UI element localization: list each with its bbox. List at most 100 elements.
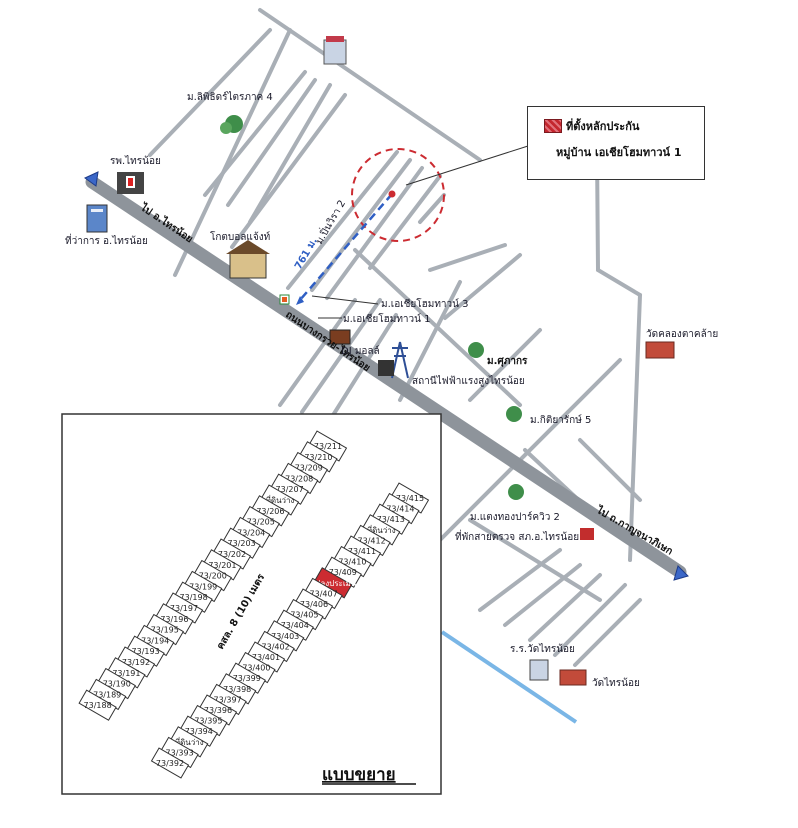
temple-sainoi-label: วัดไทรน้อย xyxy=(592,677,640,689)
asia1-label: ม.เอเชียโฮมทาวน์ 1 xyxy=(343,312,431,325)
lot-number: 73/192 xyxy=(122,658,150,667)
lot-number: 73/195 xyxy=(151,626,179,635)
subject-plot-swatch-icon xyxy=(544,119,562,133)
lot-block-lower: 73/41573/41473/413ที่ดินว่าง73/41273/411… xyxy=(150,482,430,779)
substation-label: สถานีไฟฟ้าแรงสูงไทรน้อย xyxy=(412,375,525,387)
lot-number: 73/394 xyxy=(185,727,213,736)
government-building-icon xyxy=(86,204,108,233)
police-label: ที่พักสายตรวจ สภ.อ.ไทรน้อย xyxy=(455,529,579,543)
inset-title: แบบขยาย xyxy=(322,765,396,785)
lot-number: 73/399 xyxy=(233,674,261,683)
legend-line1: ที่ตั้งหลักประกัน xyxy=(566,120,640,133)
hospital-label: รพ.ไทรน้อย xyxy=(110,155,161,167)
lot-number: 73/411 xyxy=(348,547,376,556)
moo-supakorn-label: ม.ศุภากร xyxy=(487,356,528,367)
moo-maetong-label: ม.แตงทองปาร์ควิว 2 xyxy=(470,511,560,523)
lot-number: ที่ดินว่าง xyxy=(367,524,396,535)
lot-number: 73/409 xyxy=(329,568,357,577)
lot-number: 73/415 xyxy=(396,494,424,503)
lot-number: 73/414 xyxy=(386,505,414,514)
house-icon xyxy=(226,240,270,279)
tree-icon xyxy=(220,115,243,134)
lot-number: 73/196 xyxy=(160,615,188,624)
minor-roads xyxy=(148,8,642,667)
mall-icon xyxy=(329,329,351,345)
lot-cell: 73/392 xyxy=(150,747,190,779)
lot-number: 73/406 xyxy=(300,600,328,609)
lot-number: 73/200 xyxy=(199,572,227,581)
lot-number: 73/402 xyxy=(262,642,290,651)
district-office-label: ที่ว่าการ อ.ไทรน้อย xyxy=(65,233,148,247)
legend-line2: หมู่บ้าน เอเชียโฮมทาวน์ 1 xyxy=(556,146,682,159)
lot-number: 73/193 xyxy=(132,647,160,656)
lot-number: 73/395 xyxy=(194,717,222,726)
tree-icon xyxy=(506,406,522,422)
lot-number: 73/393 xyxy=(166,748,194,757)
lot-number: 73/404 xyxy=(281,621,309,630)
lot-number: ที่ดินว่าง xyxy=(266,494,295,505)
lot-number: 73/407 xyxy=(310,589,338,598)
tree-icon xyxy=(468,342,484,358)
legend-box: ที่ตั้งหลักประกัน หมู่บ้าน เอเชียโฮมทาวน… xyxy=(527,106,705,180)
arrow-right-icon xyxy=(673,565,689,581)
route-arrow-icon xyxy=(296,296,304,305)
tree-icon xyxy=(508,484,524,500)
police-icon xyxy=(580,528,594,540)
lot-number: 73/398 xyxy=(223,685,251,694)
lot-number: 73/211 xyxy=(314,442,342,451)
lot-number: 73/190 xyxy=(103,680,131,689)
lot-number: 73/401 xyxy=(252,653,280,662)
power-tower-icon xyxy=(378,341,409,379)
lot-number: ที่ดินว่าง xyxy=(175,736,204,747)
lot-number: 73/392 xyxy=(156,759,184,768)
lot-number: 73/207 xyxy=(276,485,304,494)
arrow-left-icon xyxy=(84,171,99,187)
lot-number: แปลงประเมิน xyxy=(310,579,357,588)
lot-number: 73/198 xyxy=(180,593,208,602)
inset-detail-map: 73/21173/21073/20973/20873/207ที่ดินว่าง… xyxy=(61,413,442,795)
legend-pointer xyxy=(405,145,529,186)
lot-number: 73/403 xyxy=(271,632,299,641)
lot-cell: 73/188 xyxy=(78,689,117,721)
asia3-leader xyxy=(311,295,379,305)
lot-number: 73/400 xyxy=(242,664,270,673)
lot-number: 73/197 xyxy=(170,604,198,613)
school-label: ร.ร.วัดไทรน้อย xyxy=(510,643,575,655)
lot-number: 73/199 xyxy=(189,582,217,591)
target-circle xyxy=(351,148,445,242)
school-icon xyxy=(529,659,549,681)
route-line xyxy=(299,193,393,301)
lot-number: 73/188 xyxy=(84,701,112,710)
lot-number: 73/205 xyxy=(247,518,275,527)
moo-thanya-label: ม.ลิพิธิดร์ไตรภาค 4 xyxy=(187,91,273,103)
lot-number: 73/201 xyxy=(208,561,236,570)
seven-eleven-icon xyxy=(279,294,290,305)
lot-number: 73/410 xyxy=(338,558,366,567)
dj-mall-label: DJ มอลล์ xyxy=(341,345,380,357)
main-road xyxy=(84,171,689,581)
temple-icon xyxy=(645,341,675,359)
lot-number: 73/405 xyxy=(290,611,318,620)
lot-number: 73/210 xyxy=(304,453,332,462)
lot-number: 73/209 xyxy=(295,464,323,473)
lot-number: 73/203 xyxy=(228,539,256,548)
lot-number: 73/413 xyxy=(377,515,405,524)
lot-number: 73/191 xyxy=(112,669,140,678)
moo-kitiyarak-label: ม.กิติยารักษ์ 5 xyxy=(530,414,591,426)
hospital-icon xyxy=(117,172,144,194)
lot-number: 73/189 xyxy=(93,690,121,699)
lot-number: 73/194 xyxy=(141,636,169,645)
lot-number: 73/412 xyxy=(358,536,386,545)
asia3-label: ม.เอเชียโฮมทาวน์ 3 xyxy=(381,297,469,310)
lot-number: 73/202 xyxy=(218,550,246,559)
lot-number: 73/208 xyxy=(285,474,313,483)
temple-khlong-label: วัดคลองตาคล้าย xyxy=(646,328,718,340)
lot-number: 73/397 xyxy=(214,695,242,704)
subject-marker-icon xyxy=(388,190,396,198)
condo-icon xyxy=(323,36,347,65)
lotus-label: โกตบอลแจ้งท์ xyxy=(210,230,270,243)
temple-icon xyxy=(559,669,587,686)
canal xyxy=(440,630,578,724)
